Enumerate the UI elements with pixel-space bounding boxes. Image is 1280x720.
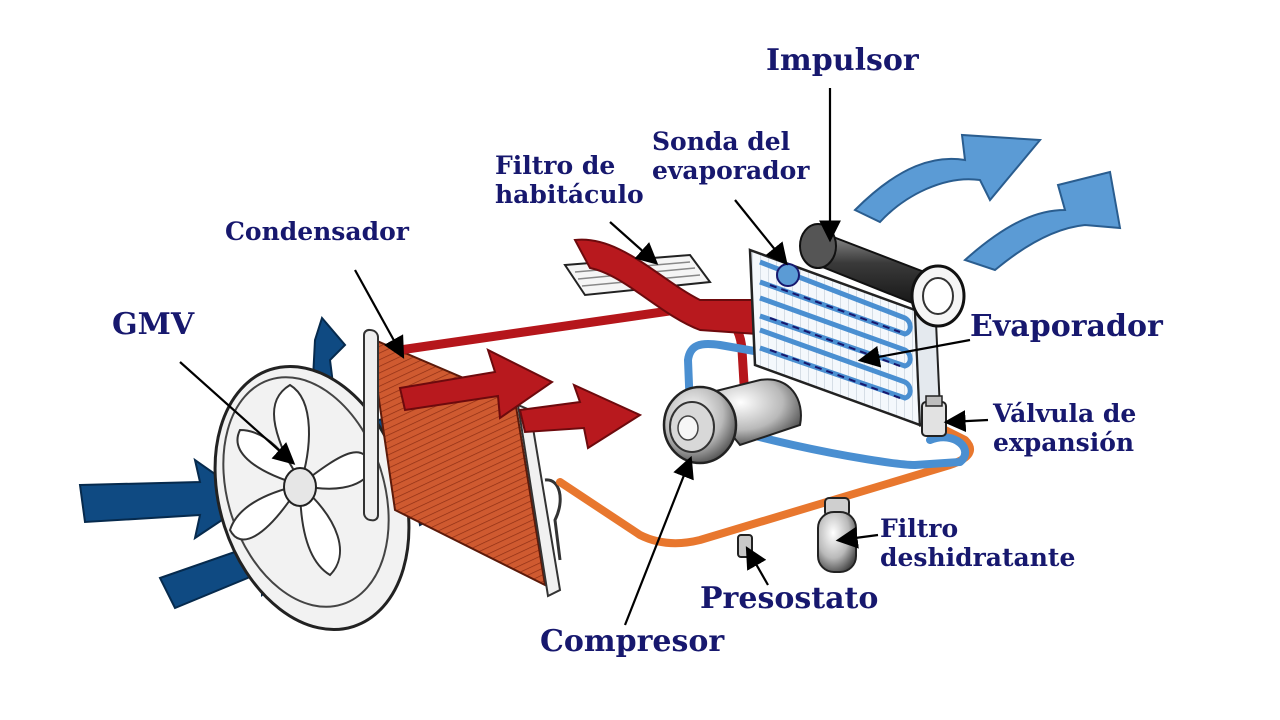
compressor (662, 378, 802, 465)
label-sonda-evaporador: Sonda del evaporador (652, 127, 810, 186)
label-presostato: Presostato (700, 581, 879, 616)
label-valvula-expansion: Válvula de expansión (993, 399, 1137, 458)
label-filtro-desh-line2: deshidratante (880, 542, 1076, 572)
leader-lines (179, 88, 989, 626)
label-valvula-line2: expansión (993, 427, 1135, 457)
hot-air-arrows (398, 348, 643, 450)
cold-air-arrows (853, 133, 1122, 272)
label-filtro-habitaculo: Filtro de habitáculo (495, 151, 644, 210)
label-impulsor: Impulsor (766, 43, 919, 78)
label-filtro-desh-line1: Filtro (880, 514, 959, 543)
label-valvula-line1: Válvula de (993, 399, 1137, 428)
label-sonda-line2: evaporador (652, 155, 810, 185)
label-sonda-line1: Sonda del (652, 127, 791, 156)
label-evaporador: Evaporador (970, 309, 1163, 344)
blower (799, 223, 966, 328)
label-filtro-hab-line1: Filtro de (495, 151, 616, 180)
label-filtro-hab-line2: habitáculo (495, 179, 644, 209)
label-gmv: GMV (112, 307, 195, 342)
expansion-valve (921, 395, 947, 437)
label-compresor: Compresor (540, 624, 725, 659)
label-filtro-deshidratante: Filtro deshidratante (880, 514, 1076, 573)
label-condensador: Condensador (225, 217, 409, 246)
receiver-drier (817, 497, 857, 573)
cold-line-return (684, 339, 970, 469)
fan-gmv (213, 364, 411, 632)
evaporator (748, 248, 942, 427)
